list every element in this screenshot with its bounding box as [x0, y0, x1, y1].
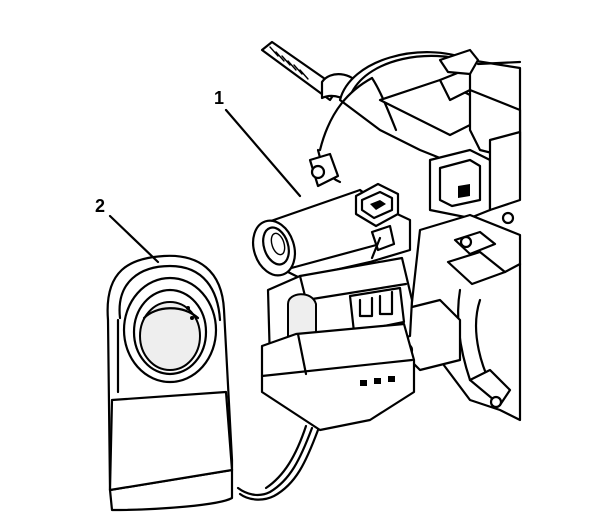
callout-2-label: 2: [95, 196, 106, 216]
lock-cylinder-bezel: [106, 254, 234, 512]
wiring-connector: [260, 322, 416, 432]
tilt-lever: [308, 148, 342, 188]
column-upper-body: [318, 48, 522, 225]
callout-1-label: 1: [214, 88, 225, 108]
leader-line-2: [108, 214, 160, 264]
leader-line-1: [224, 108, 302, 198]
leader-lines: [108, 108, 302, 264]
wire-harness: [236, 424, 320, 501]
ignition-switch-housing: [252, 182, 412, 280]
column-lower-body: [398, 213, 522, 422]
